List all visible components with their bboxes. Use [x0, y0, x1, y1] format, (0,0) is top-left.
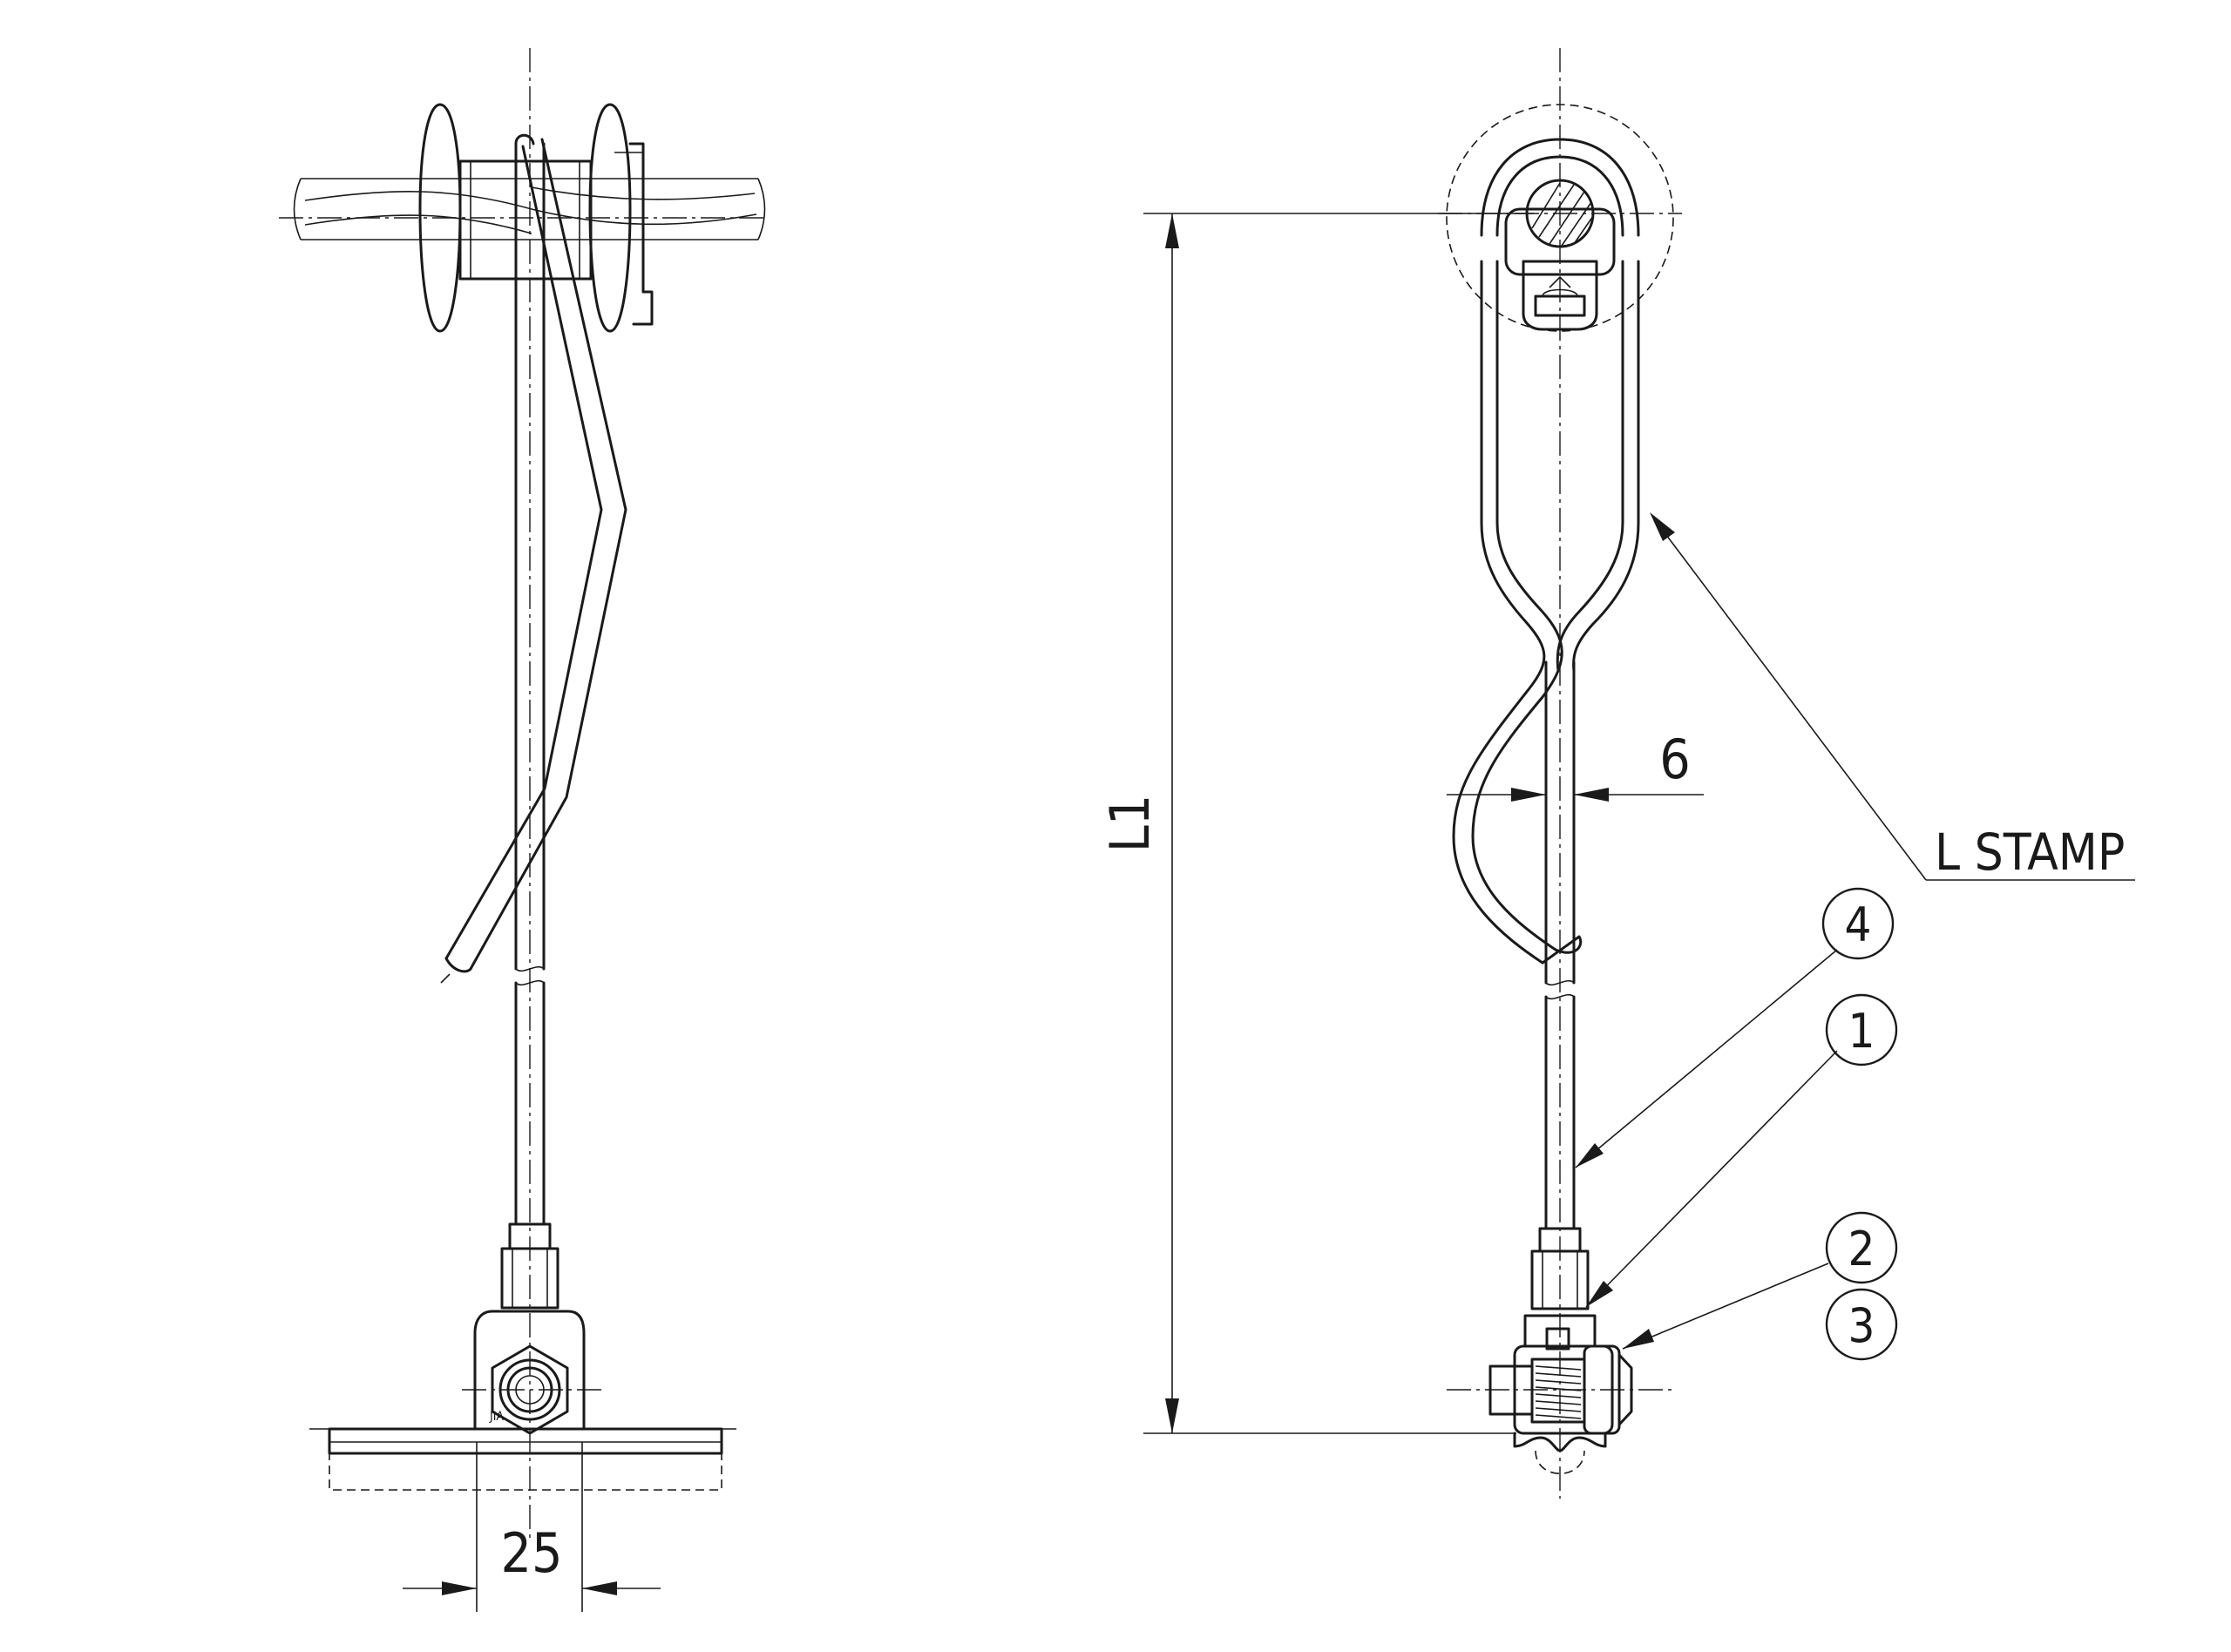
balloon-label-4: 4	[1845, 897, 1872, 952]
stamp-label: L STAMP	[1935, 823, 2125, 882]
bent-tie-wire	[440, 138, 627, 984]
balloon-2: 2	[1622, 1211, 1898, 1350]
balloon-3: 3	[1825, 1288, 1898, 1361]
dimension-label-spacing: 6	[1659, 728, 1690, 791]
right-view: L1 6 L STAMP 4 1	[1098, 48, 2135, 1499]
section-hatch	[1531, 182, 1594, 247]
dimension-6: 6	[1447, 728, 1704, 802]
stamp-callout: L STAMP	[1650, 512, 2135, 882]
balloon-label-3: 3	[1848, 1298, 1875, 1353]
vertical-rod-right	[1544, 660, 1576, 1230]
clamp-head	[1480, 138, 1640, 331]
left-view: JIA 25	[279, 48, 767, 1612]
dimension-L1: L1	[1098, 213, 1534, 1434]
bolt-threads	[1535, 1365, 1582, 1419]
balloon-1: 1	[1585, 993, 1898, 1308]
bolt-clamp-right	[1447, 1314, 1673, 1475]
bolt-clamp-left: JIA	[462, 1310, 601, 1435]
spool-clamp	[418, 103, 654, 333]
wire-loop	[1452, 260, 1640, 965]
balloon-label-2: 2	[1848, 1222, 1875, 1276]
rod-sleeve-right	[1530, 1227, 1590, 1310]
spool-outline	[1446, 104, 1674, 332]
dimension-label-height: L1	[1098, 795, 1162, 853]
hex-nut	[491, 1344, 569, 1435]
base-bar	[309, 1427, 736, 1491]
vertical-rod-left	[514, 133, 546, 1226]
balloon-label-1: 1	[1848, 1004, 1875, 1059]
rod-sleeve-left	[500, 1222, 559, 1310]
dimension-25: 25	[403, 1442, 661, 1612]
dimension-label-width: 25	[501, 1521, 563, 1585]
maker-mark: JIA	[489, 1410, 504, 1424]
balloon-4: 4	[1575, 887, 1895, 1168]
conductor-cable	[293, 178, 766, 240]
